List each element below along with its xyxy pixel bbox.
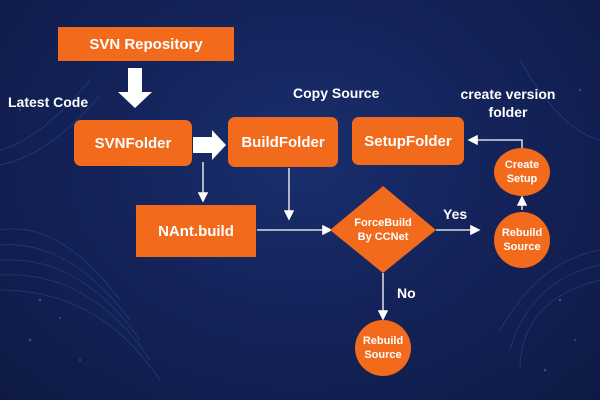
create-version-line1: create version bbox=[460, 86, 556, 102]
block-arrow-down bbox=[118, 68, 152, 108]
node-build-folder: BuildFolder bbox=[228, 117, 338, 167]
node-create-setup: Create Setup bbox=[494, 148, 550, 196]
decision-diamond bbox=[330, 186, 436, 273]
decision-line1: ForceBuild bbox=[354, 217, 412, 229]
rebuild-yes-line2: Source bbox=[503, 241, 541, 253]
rebuild-yes-line1: Rebuild bbox=[501, 227, 543, 239]
label-yes: Yes bbox=[443, 206, 468, 222]
label-create-version-folder: create version folder bbox=[446, 85, 570, 121]
arrow-setup-to-setupfolder bbox=[467, 134, 523, 148]
decision-text: ForceBuild By CCNet bbox=[340, 210, 426, 250]
label-no: No bbox=[397, 285, 416, 301]
create-setup-line1: Create bbox=[504, 159, 540, 171]
label-latest-code: Latest Code bbox=[8, 94, 89, 110]
create-version-line2: folder bbox=[488, 104, 528, 120]
rebuild-no-line1: Rebuild bbox=[362, 335, 404, 347]
node-rebuild-source-no: Rebuild Source bbox=[355, 320, 411, 376]
node-setup-folder: SetupFolder bbox=[352, 117, 464, 165]
create-setup-line2: Setup bbox=[506, 173, 538, 185]
node-svn-folder: SVNFolder bbox=[74, 120, 192, 166]
node-nant-build-text: NAnt.build bbox=[158, 222, 234, 240]
block-arrow-right bbox=[193, 130, 226, 160]
rebuild-no-line2: Source bbox=[364, 349, 402, 361]
node-nant-build bbox=[136, 205, 256, 257]
decision-line2: By CCNet bbox=[357, 231, 409, 243]
label-copy-source: Copy Source bbox=[293, 85, 380, 101]
node-rebuild-source-yes: Rebuild Source bbox=[494, 212, 550, 268]
node-svn-repository: SVN Repository bbox=[58, 27, 234, 61]
